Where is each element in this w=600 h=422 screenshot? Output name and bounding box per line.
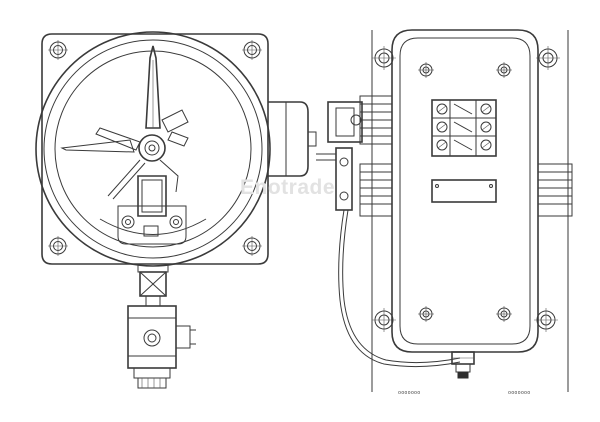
mechanism-screw-right (169, 215, 183, 229)
clamp-fins-right (537, 163, 573, 217)
box-bolt-top-left (372, 46, 396, 70)
flange-bolt-top-right (242, 40, 262, 60)
contact-mechanism-housing (137, 175, 167, 217)
box-bolt-top-right (536, 46, 560, 70)
cover-screw-bottom-right (496, 306, 512, 322)
capillary-cable (338, 209, 461, 368)
flange-bolt-bottom-left (48, 236, 68, 256)
flange-bolt-bottom-right (242, 236, 262, 256)
junction-box-enclosure (391, 29, 539, 353)
valve-body (127, 305, 177, 369)
flange-bolt-top-left (48, 40, 68, 60)
bottom-cable-gland (451, 351, 475, 379)
terminal-block (431, 99, 497, 157)
mechanism-screw-left (121, 215, 135, 229)
clamp-fins-upper-left (359, 95, 393, 145)
cover-screw-bottom-left (418, 306, 434, 322)
gauge-side-junction (268, 101, 309, 177)
gauge-dial-ring (54, 50, 252, 248)
cover-screw-top-right (496, 62, 512, 78)
cable-gland-clamp (316, 101, 363, 211)
gauge-process-connection (127, 263, 196, 389)
junction-box-view (316, 29, 573, 392)
gauge-bezel-ring (43, 39, 263, 259)
gauge-outer-bezel (35, 31, 271, 267)
gauge-needle (145, 45, 161, 129)
setpoint-pointer-left (60, 139, 135, 153)
setpoint-pointer-right (161, 109, 189, 133)
dimension-label-right: ooooooo (508, 390, 531, 396)
cover-screw-top-left (418, 62, 434, 78)
needle-hub (138, 134, 166, 162)
gauge-front-view (35, 31, 317, 389)
gauge-mounting-flange (41, 33, 269, 265)
dimension-label-left: ooooooo (398, 390, 421, 396)
box-bolt-bottom-left (372, 308, 396, 332)
clamp-fins-lower-left (359, 163, 393, 217)
nameplate (431, 179, 497, 203)
